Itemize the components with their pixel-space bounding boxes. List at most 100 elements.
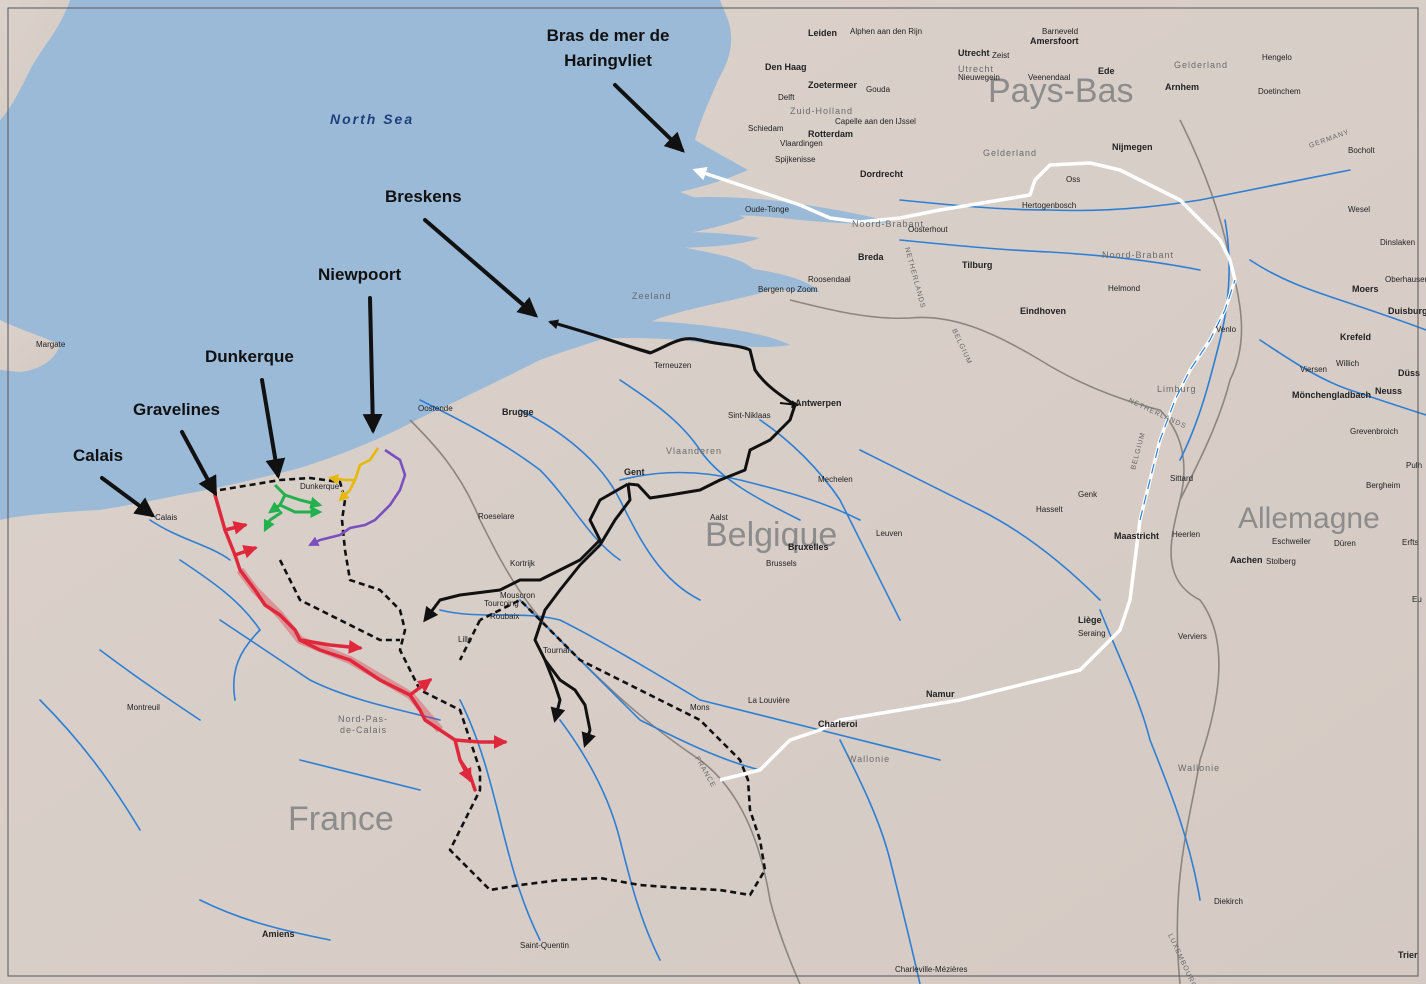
city-bocholt: Bocholt: [1348, 146, 1375, 155]
city-tourcoing: Tourcoing: [484, 599, 519, 608]
city-helmond: Helmond: [1108, 284, 1140, 293]
city-krefeld: Krefeld: [1340, 332, 1371, 342]
city-roeselare: Roeselare: [478, 512, 515, 521]
city-bruxelles: Bruxelles: [788, 542, 829, 552]
city-alphen: Alphen aan den Rijn: [850, 27, 922, 36]
region-utrecht: Utrecht: [958, 64, 994, 74]
city-verviers: Verviers: [1178, 632, 1207, 641]
city-eu: Eu: [1412, 595, 1422, 604]
city-vlaardingen: Vlaardingen: [780, 139, 823, 148]
city-mons: Mons: [690, 703, 710, 712]
city-dordrecht: Dordrecht: [860, 169, 903, 179]
city-saint-quentin: Saint-Quentin: [520, 941, 569, 950]
city-venlo: Venlo: [1216, 325, 1237, 334]
city-bergheim: Bergheim: [1366, 481, 1401, 490]
city-spijkenisse: Spijkenisse: [775, 155, 816, 164]
city-capelle: Capelle aan den IJssel: [835, 117, 916, 126]
city-antwerpen: Antwerpen: [795, 398, 842, 408]
region-wallonie-2: Wallonie: [1178, 763, 1220, 773]
city-grevenbroich: Grevenbroich: [1350, 427, 1398, 436]
city-stolberg: Stolberg: [1266, 557, 1296, 566]
city-monchengladbach: Mönchengladbach: [1292, 390, 1371, 400]
callout-haringvliet-line1: Bras de mer de: [547, 26, 670, 45]
city-calais: Calais: [155, 513, 177, 522]
callout-gravelines: Gravelines: [133, 400, 220, 419]
city-liege: Liège: [1078, 615, 1102, 625]
callout-niewpoort: Niewpoort: [318, 265, 401, 284]
route-red-shadow: [236, 567, 444, 733]
region-nord-pas-1: Nord-Pas-: [338, 714, 388, 724]
city-genk: Genk: [1078, 490, 1098, 499]
city-arnhem: Arnhem: [1165, 82, 1199, 92]
region-noord-brabant: Noord-Brabant: [852, 219, 924, 229]
city-amersfoort: Amersfoort: [1030, 36, 1079, 46]
region-limburg: Limburg: [1157, 384, 1197, 394]
city-doetinchem: Doetinchem: [1258, 87, 1301, 96]
city-oosterhout: Oosterhout: [908, 225, 948, 234]
callout-haringvliet-line2: Haringvliet: [564, 51, 652, 70]
city-oude-tonge: Oude-Tonge: [745, 205, 790, 214]
city-nieuwegein: Nieuwegein: [958, 73, 1000, 82]
region-nord-pas-2: de-Calais: [340, 725, 387, 735]
route-black-start-arrow: [548, 319, 651, 353]
city-dinslaken: Dinslaken: [1380, 238, 1415, 247]
city-viersen: Viersen: [1300, 365, 1327, 374]
city-montreuil: Montreuil: [127, 703, 160, 712]
estuary-grevelingen: [640, 232, 760, 248]
city-seraing: Seraing: [1078, 629, 1106, 638]
city-charleroi: Charleroi: [818, 719, 858, 729]
route-yellow: [327, 447, 380, 502]
country-belgique: Belgique: [705, 516, 837, 554]
estuary-westerschelde: [540, 320, 790, 348]
city-brussels: Brussels: [766, 559, 797, 568]
city-nijmegen: Nijmegen: [1112, 142, 1153, 152]
city-hertogenbosch: Hertogenbosch: [1022, 201, 1076, 210]
city-roosendaal: Roosendaal: [808, 275, 851, 284]
route-red: [213, 493, 508, 792]
city-tournai: Tournai: [543, 646, 569, 655]
city-oberhausen: Oberhausen: [1385, 275, 1426, 284]
route-green: [263, 483, 323, 533]
city-ede: Ede: [1098, 66, 1115, 76]
city-labels: Leiden Alphen aan den Rijn Den Haag Zoet…: [36, 27, 1426, 974]
region-gelderland: Gelderland: [1174, 60, 1228, 70]
city-roubaix: Roubaix: [490, 612, 519, 621]
city-charleville: Charleville-Mézières: [895, 965, 967, 974]
city-leiden: Leiden: [808, 28, 837, 38]
city-pulheim: Pulh: [1406, 461, 1422, 470]
route-purple: [308, 448, 407, 547]
city-wesel: Wesel: [1348, 205, 1370, 214]
region-vlaanderen: Vlaanderen: [666, 446, 722, 456]
city-gent: Gent: [624, 467, 645, 477]
rivers: [39, 169, 1426, 984]
city-eschweiler: Eschweiler: [1272, 537, 1311, 546]
city-sittard: Sittard: [1170, 474, 1193, 483]
city-bergen-op-zoom: Bergen op Zoom: [758, 285, 818, 294]
city-terneuzen: Terneuzen: [654, 361, 691, 370]
city-duren: Düren: [1334, 539, 1356, 548]
city-zoetermeer: Zoetermeer: [808, 80, 858, 90]
estuary-oosterschelde: [600, 264, 820, 292]
city-eindhoven: Eindhoven: [1020, 306, 1066, 316]
city-amiens: Amiens: [262, 929, 295, 939]
city-brugge: Brugge: [502, 407, 534, 417]
city-leuven: Leuven: [876, 529, 902, 538]
city-mechelen: Mechelen: [818, 475, 853, 484]
route-black-antwerp-arrow: [779, 400, 800, 409]
city-la-louviere: La Louvière: [748, 696, 790, 705]
region-wallonie: Wallonie: [848, 754, 890, 764]
city-hengelo: Hengelo: [1262, 53, 1292, 62]
city-gouda: Gouda: [866, 85, 891, 94]
city-erftstadt: Erfts: [1402, 538, 1418, 547]
city-utrecht: Utrecht: [958, 48, 990, 58]
city-zeist: Zeist: [992, 51, 1010, 60]
city-veenendaal: Veenendaal: [1028, 73, 1070, 82]
city-aachen: Aachen: [1230, 555, 1263, 565]
city-margate: Margate: [36, 340, 66, 349]
city-duisburg: Duisburg: [1388, 306, 1426, 316]
city-mouscron: Mouscron: [500, 591, 535, 600]
callout-arrows: [100, 83, 685, 518]
callout-calais: Calais: [73, 446, 123, 465]
